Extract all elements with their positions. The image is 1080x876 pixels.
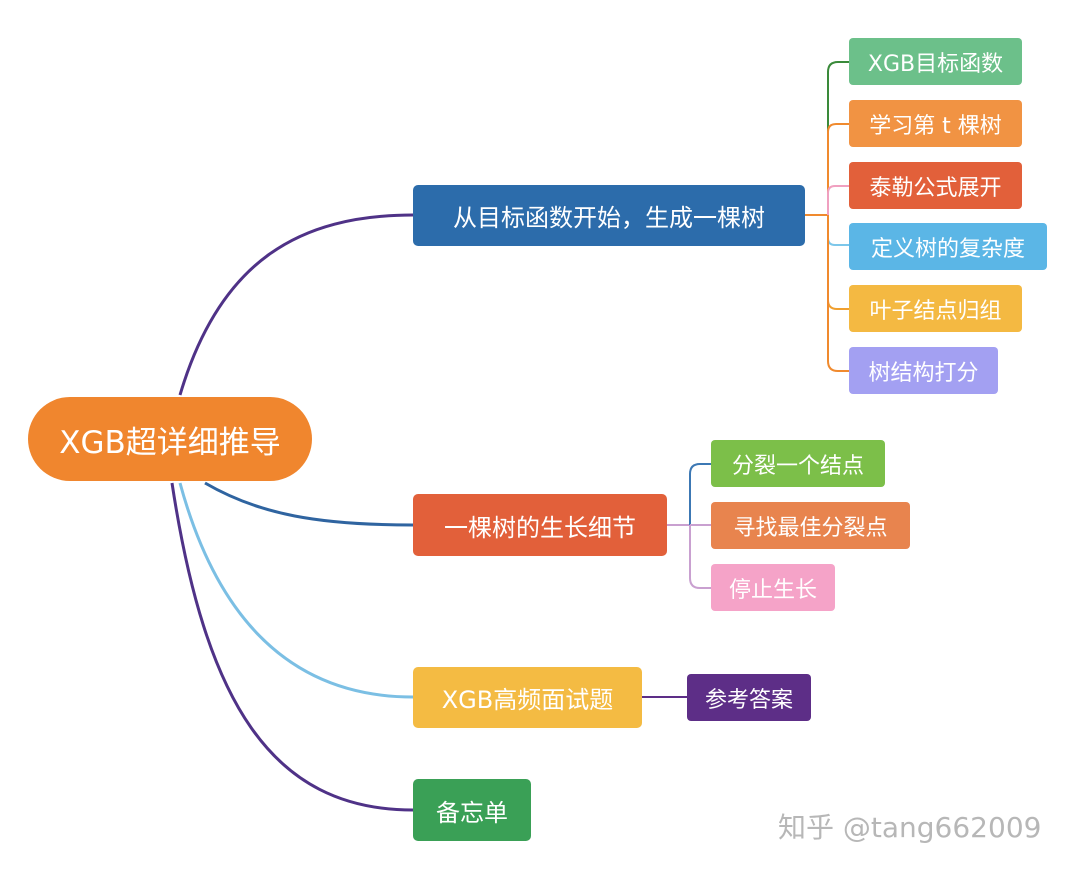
leaf-best-split-point[interactable]: 寻找最佳分裂点 (711, 502, 910, 549)
root-node[interactable]: XGB超详细推导 (28, 397, 312, 481)
link-b1-leaf-1 (827, 61, 849, 215)
link-b1-leaf-6 (827, 215, 849, 372)
leaf-split-node[interactable]: 分裂一个结点 (711, 440, 885, 487)
link-b1-leaf-2 (827, 123, 849, 215)
leaf-tree-structure-score[interactable]: 树结构打分 (849, 347, 998, 394)
leaf-tree-complexity[interactable]: 定义树的复杂度 (849, 223, 1047, 270)
leaf-reference-answers[interactable]: 参考答案 (687, 674, 811, 721)
link-root-branch-2 (204, 481, 414, 527)
leaf-taylor-expansion[interactable]: 泰勒公式展开 (849, 162, 1022, 209)
leaf-group-leaf-nodes[interactable]: 叶子结点归组 (849, 285, 1022, 332)
watermark: 知乎 @tang662009 (778, 811, 1042, 844)
link-b1-leaf-4 (827, 215, 849, 246)
leaf-learn-tree-t[interactable]: 学习第 t 棵树 (849, 100, 1022, 147)
branch-tree-growth[interactable]: 一棵树的生长细节 (413, 494, 667, 556)
link-b1-leaf-5 (827, 215, 849, 310)
leaf-stop-growing[interactable]: 停止生长 (711, 564, 835, 611)
link-root-branch-1 (178, 213, 414, 396)
link-b2-leaf-1 (689, 463, 711, 525)
link-b2-leaf-3 (689, 525, 711, 589)
link-root-branch-4 (170, 482, 414, 812)
branch-objective-function[interactable]: 从目标函数开始，生成一棵树 (413, 185, 805, 246)
leaf-xgb-objective[interactable]: XGB目标函数 (849, 38, 1022, 85)
link-b1-leaf-3 (827, 185, 849, 215)
branch-cheat-sheet[interactable]: 备忘单 (413, 779, 531, 841)
link-root-branch-3 (178, 482, 414, 699)
branch-interview-questions[interactable]: XGB高频面试题 (413, 667, 642, 728)
